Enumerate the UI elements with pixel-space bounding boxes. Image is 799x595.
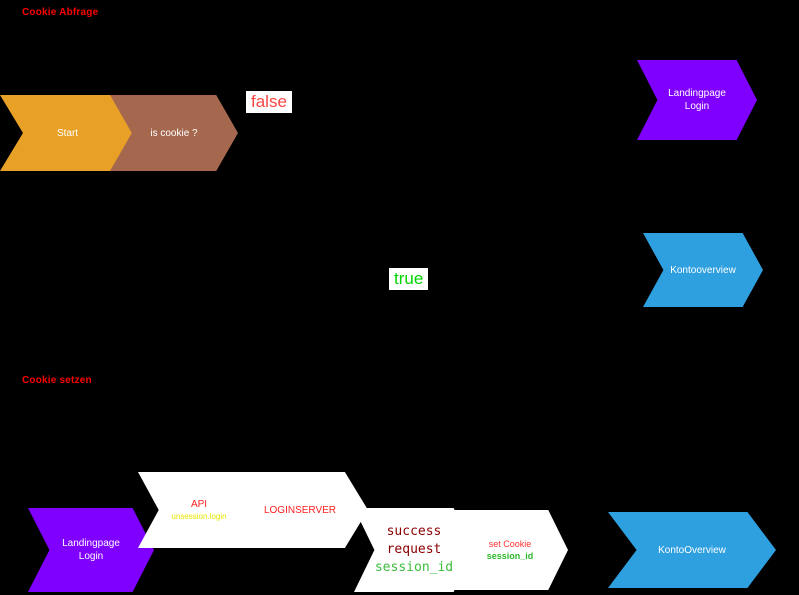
start-node: Start [0, 95, 135, 171]
kontooverview-top-label: Kontooverview [670, 264, 736, 276]
set-cookie-node: set Cookie session_id [452, 510, 568, 590]
landingpage-login-bottom-line2: Login [78, 551, 104, 562]
request-line: request [386, 542, 442, 557]
session-id-line: session_id [374, 560, 454, 575]
loginserver-node: LOGINSERVER [232, 472, 368, 548]
landingpage-login-node-top: Landingpage Login [637, 60, 757, 140]
loginserver-label: LOGINSERVER [263, 504, 337, 516]
is-cookie-label: is cookie ? [150, 127, 198, 139]
kontooverview-node-top: Kontooverview [643, 233, 763, 307]
landingpage-login-node-bottom: Landingpage Login [28, 508, 154, 592]
true-branch-label: true [389, 268, 429, 290]
false-branch-label: false [246, 91, 292, 113]
api-label: API [190, 499, 208, 510]
success-line: success [386, 524, 442, 539]
section-title-cookie-setzen: Cookie setzen [22, 375, 92, 386]
success-request-node: success request session_id [354, 508, 474, 592]
landingpage-login-top-line2: Login [684, 101, 710, 112]
kontooverview-bottom-label: KontoOverview [658, 544, 726, 556]
api-sublabel: unsession.login [171, 512, 227, 521]
kontooverview-node-bottom: KontoOverview [608, 512, 776, 588]
set-cookie-session-id: session_id [486, 551, 534, 561]
set-cookie-label: set Cookie [488, 539, 532, 549]
start-node-label: Start [56, 127, 79, 139]
landingpage-login-top-line1: Landingpage [668, 88, 726, 99]
section-title-cookie-abfrage: Cookie Abfrage [22, 7, 99, 18]
landingpage-login-bottom-line1: Landingpage [62, 538, 120, 549]
